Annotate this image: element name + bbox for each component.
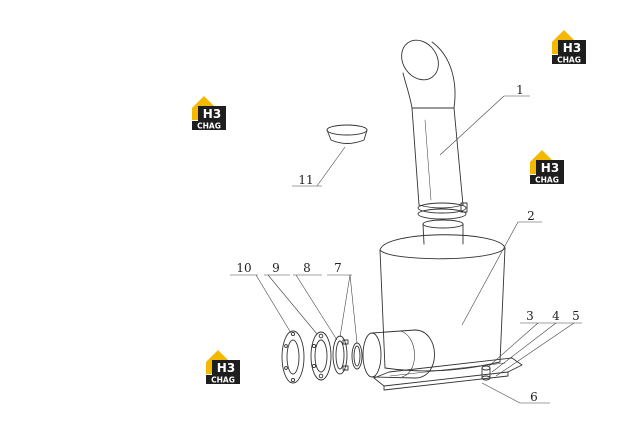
svg-text:H3: H3 xyxy=(541,161,559,175)
part-side-inlet xyxy=(362,329,435,379)
part-clamp-ring xyxy=(332,335,349,375)
callout-1: 1 xyxy=(516,83,524,97)
callout-8: 8 xyxy=(303,261,311,275)
part-mounting-bracket xyxy=(373,357,523,391)
callout-3: 3 xyxy=(526,309,534,323)
callout-6: 6 xyxy=(530,390,538,404)
svg-text:CHAG: CHAG xyxy=(535,176,559,185)
callout-10: 10 xyxy=(236,261,251,275)
leader-lines xyxy=(230,95,582,404)
watermark-logo: H3 CHAG xyxy=(530,150,564,185)
svg-text:H3: H3 xyxy=(203,107,221,121)
watermark-logo: H3 CHAG xyxy=(192,96,226,131)
callout-5: 5 xyxy=(572,309,580,323)
svg-text:CHAG: CHAG xyxy=(557,56,581,65)
svg-text:CHAG: CHAG xyxy=(211,376,235,385)
part-gasket xyxy=(281,330,305,384)
part-cap xyxy=(326,124,368,144)
callout-labels: 1 2 3 4 5 6 7 8 9 10 11 xyxy=(236,83,579,404)
part-bolt-assembly xyxy=(481,365,491,381)
watermark-logo: H3 CHAG xyxy=(552,30,586,65)
callout-2: 2 xyxy=(527,209,535,223)
callout-4: 4 xyxy=(552,309,560,323)
svg-text:CHAG: CHAG xyxy=(197,122,221,131)
part-connector-sleeve xyxy=(422,219,464,245)
callout-11: 11 xyxy=(298,173,313,187)
svg-text:H3: H3 xyxy=(563,41,581,55)
part-filter-body xyxy=(379,234,506,372)
callout-7: 7 xyxy=(334,261,342,275)
part-o-ring xyxy=(351,342,363,370)
svg-text:H3: H3 xyxy=(217,361,235,375)
callout-9: 9 xyxy=(272,261,280,275)
part-flange xyxy=(310,331,332,381)
part-intake-pipe xyxy=(401,39,464,209)
watermark-logo: H3 CHAG xyxy=(206,350,240,385)
part-pipe-clamp xyxy=(417,202,468,220)
